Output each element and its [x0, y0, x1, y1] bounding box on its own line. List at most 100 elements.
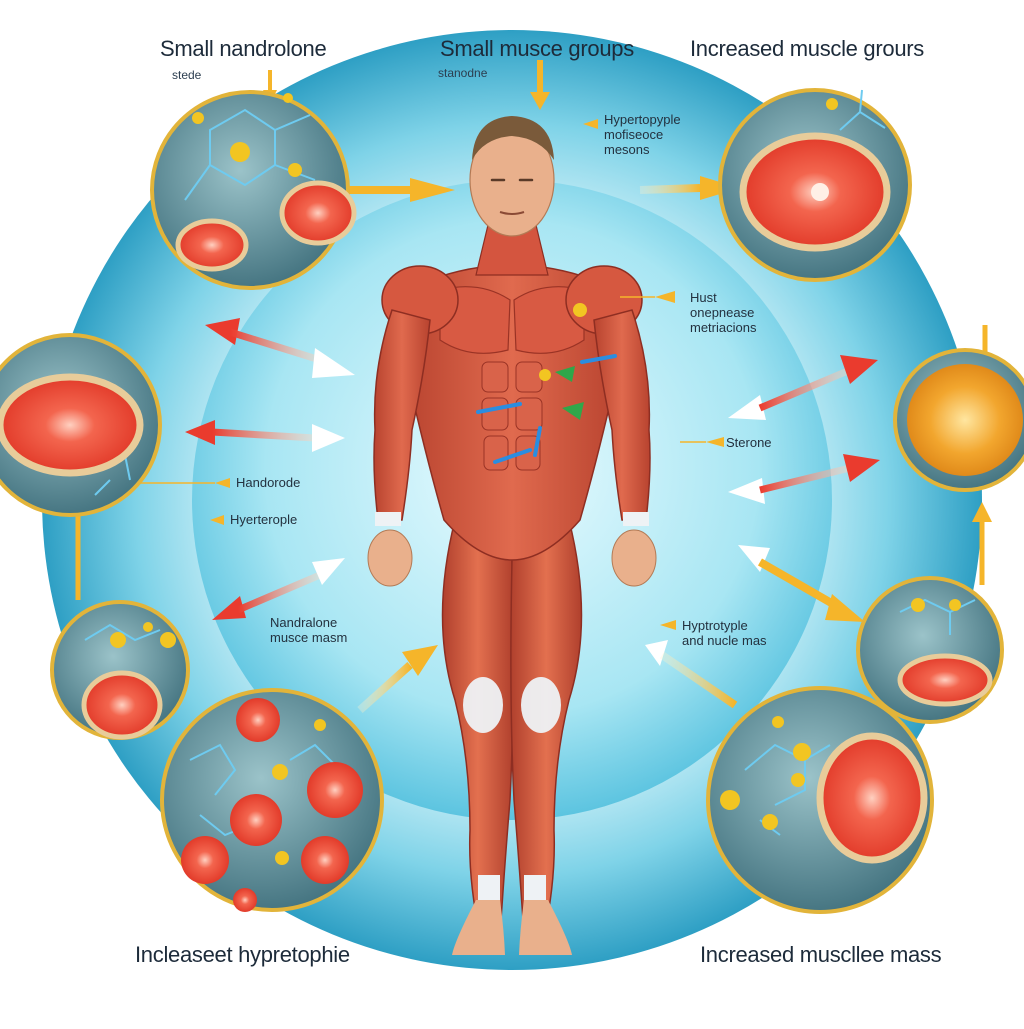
molecule-2 [949, 599, 961, 611]
mouth [499, 211, 525, 215]
arrow-top-center-down [530, 60, 550, 110]
left-fist [367, 529, 413, 587]
arrow-head-white [312, 424, 345, 452]
circle-bottom-right [706, 686, 934, 914]
right-lower-line-2: and nucle mas [682, 633, 767, 648]
arrow-shaft [639, 184, 701, 194]
slice-3 [230, 794, 282, 846]
small-pointer-arrows [210, 119, 724, 630]
molecule-4 [288, 163, 302, 177]
molecule-1 [230, 142, 250, 162]
pointer-sterone [706, 437, 724, 447]
arrow-left-upper [205, 318, 355, 378]
molecule-2 [192, 112, 204, 124]
right-note-line-3: metriacions [690, 320, 757, 335]
arrow-shaft [758, 366, 852, 412]
molecule-1 [772, 716, 784, 728]
arrow-right-side-up [972, 502, 992, 585]
label-top-center-title: Small musce groups [440, 36, 634, 61]
left-lower-line-1: Nandralone [270, 615, 338, 630]
ab-1 [481, 361, 509, 393]
right-wrist [623, 512, 649, 526]
blue-marker-4 [580, 354, 617, 364]
circle-left-lower [50, 600, 190, 740]
arrow-shaft [236, 571, 322, 614]
right-lower-line-1: Hyptrotyple [682, 618, 748, 633]
right-ankle [524, 875, 546, 905]
molecule-3 [791, 773, 805, 787]
molecule-3 [143, 622, 153, 632]
arrow-top-left-to-body [340, 178, 455, 202]
arrow-right-middle [728, 454, 880, 504]
arrow-left-middle [185, 420, 345, 452]
left-foot [452, 900, 505, 955]
left-lower-line-2: musce masm [270, 630, 348, 645]
label-bottom-right-title: Increased muscllee mass [700, 942, 942, 967]
center-note-line-2: mofiseoce [604, 127, 664, 142]
molecule-3 [314, 719, 326, 731]
circle-right-middle [893, 348, 1024, 492]
arrow-head-white [728, 395, 766, 420]
arrow-head [402, 645, 438, 676]
arrow-bottom-left-up [357, 645, 438, 713]
label-top-left-sub: stede [172, 68, 202, 82]
circle-top-left [150, 90, 357, 290]
right-foot [519, 900, 572, 955]
arrow-head [843, 454, 880, 482]
muscle-slice [0, 373, 144, 477]
molecule-3 [283, 93, 293, 103]
label-left-lower: Nandralone musce masm [270, 615, 347, 645]
arrow-bottom-right-up [645, 640, 738, 709]
label-center-note: Hypertopyple mofiseoce mesons [604, 112, 681, 157]
muscular-figure [367, 116, 657, 955]
muscle-slice-1 [175, 218, 249, 272]
label-top-right-title: Increased muscle grours [690, 36, 924, 61]
pointer-hypertopyple [583, 119, 598, 129]
label-top-center-sub: stanodne [438, 66, 488, 80]
left-wrist [375, 512, 401, 526]
arrow-left-lower [212, 558, 345, 620]
arrow-shaft [228, 328, 322, 364]
arrow-head [840, 355, 878, 384]
ab-2 [515, 361, 543, 393]
label-handorode: Handorode [236, 475, 301, 490]
left-ankle [478, 875, 500, 905]
molecule-4 [720, 790, 740, 810]
right-note-line-1: Hust [690, 290, 717, 305]
arrow-head-white [312, 558, 345, 585]
arrow-head-white [645, 640, 668, 666]
label-hyerterople: Hyerterople [230, 512, 298, 527]
ab-4 [515, 397, 543, 431]
slice-4 [181, 836, 229, 884]
arrow-head [530, 92, 550, 110]
arrow-head [972, 502, 992, 522]
circle-left-middle [0, 333, 162, 517]
bonds [84, 623, 161, 642]
molecule-2 [793, 743, 811, 761]
label-right-note: Hust onepnease metriacions [690, 290, 756, 335]
circle-bottom-left [160, 688, 384, 912]
arrow-head-white [312, 348, 355, 378]
ab-5 [483, 435, 509, 471]
magnified-circles [0, 88, 1024, 914]
molecule-2 [160, 632, 176, 648]
arrow-head [205, 318, 240, 345]
pointer-hyerterople [210, 515, 224, 525]
molecule-1 [272, 764, 288, 780]
arrow-head [825, 594, 865, 622]
center-note-line-1: Hypertopyple [604, 112, 681, 127]
abdomen-marker [539, 369, 551, 381]
molecule-5 [762, 814, 778, 830]
arrow-shaft [758, 558, 842, 612]
slice-6 [233, 888, 257, 912]
slice-2 [307, 762, 363, 818]
slice-core [811, 183, 829, 201]
chest-marker [573, 303, 587, 317]
green-marker-2 [562, 402, 584, 420]
blue-marker-2 [533, 426, 542, 457]
muscle-slice [816, 732, 928, 864]
circle-right-lower [856, 576, 1004, 724]
arrow-shaft [211, 428, 316, 442]
